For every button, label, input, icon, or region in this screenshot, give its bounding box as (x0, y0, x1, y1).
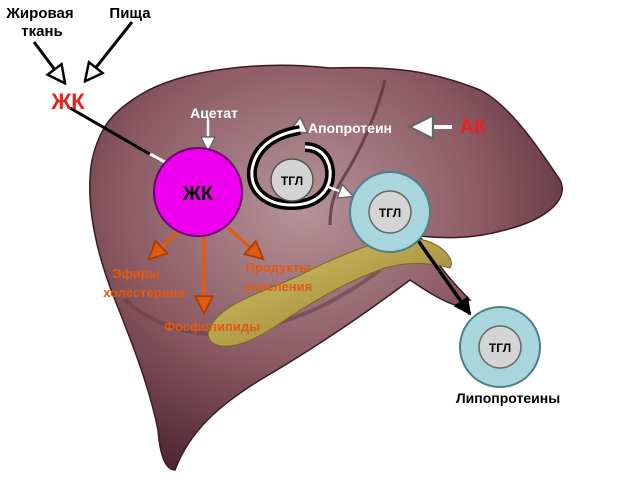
label-fat-tissue-2: ткань (21, 23, 62, 40)
arrow-food-to-fa (86, 21, 134, 80)
label-lipoproteins: Липопротеины (456, 390, 560, 406)
tg-inner-circle (270, 158, 314, 202)
label-phospholipids: Фосфолипиды (164, 319, 260, 334)
tg-assembly-swirl-inner (250, 128, 332, 207)
label-food: Пища (109, 5, 151, 22)
label-oxidation-1: Продукты (246, 260, 311, 275)
label-fa-outside: ЖК (50, 89, 85, 114)
arrow-fa-to-esters (150, 226, 184, 258)
arrow-cell-to-lipoprotein (410, 230, 472, 316)
tg-cell-core (368, 190, 412, 234)
gallbladder (207, 237, 452, 347)
arrow-fat-to-fa (32, 41, 64, 82)
label-amino-acids: АК (460, 116, 487, 138)
label-apoprotein: Апопротеин (308, 120, 392, 136)
label-esters-1: Эфиры (112, 266, 160, 281)
label-oxidation-2: окисления (244, 279, 312, 294)
label-tg-blood: ТГЛ (489, 341, 511, 355)
fa-liver-circle (153, 147, 243, 237)
label-tg-inner: ТГЛ (281, 174, 303, 188)
arrow-tg-inner-to-cell (325, 186, 352, 196)
label-fa-liver: ЖК (182, 183, 214, 205)
label-acetate: Ацетат (190, 105, 238, 121)
arrow-fa-to-oxidation (226, 226, 262, 258)
liver-lobe-seam (328, 79, 387, 226)
label-fat-tissue-1: Жировая (5, 5, 73, 22)
label-tg-cell: ТГЛ (379, 206, 401, 220)
label-esters-2: холестерина (103, 285, 185, 300)
arrow-fa-to-liver (69, 106, 161, 162)
tg-blood-core (478, 325, 522, 369)
